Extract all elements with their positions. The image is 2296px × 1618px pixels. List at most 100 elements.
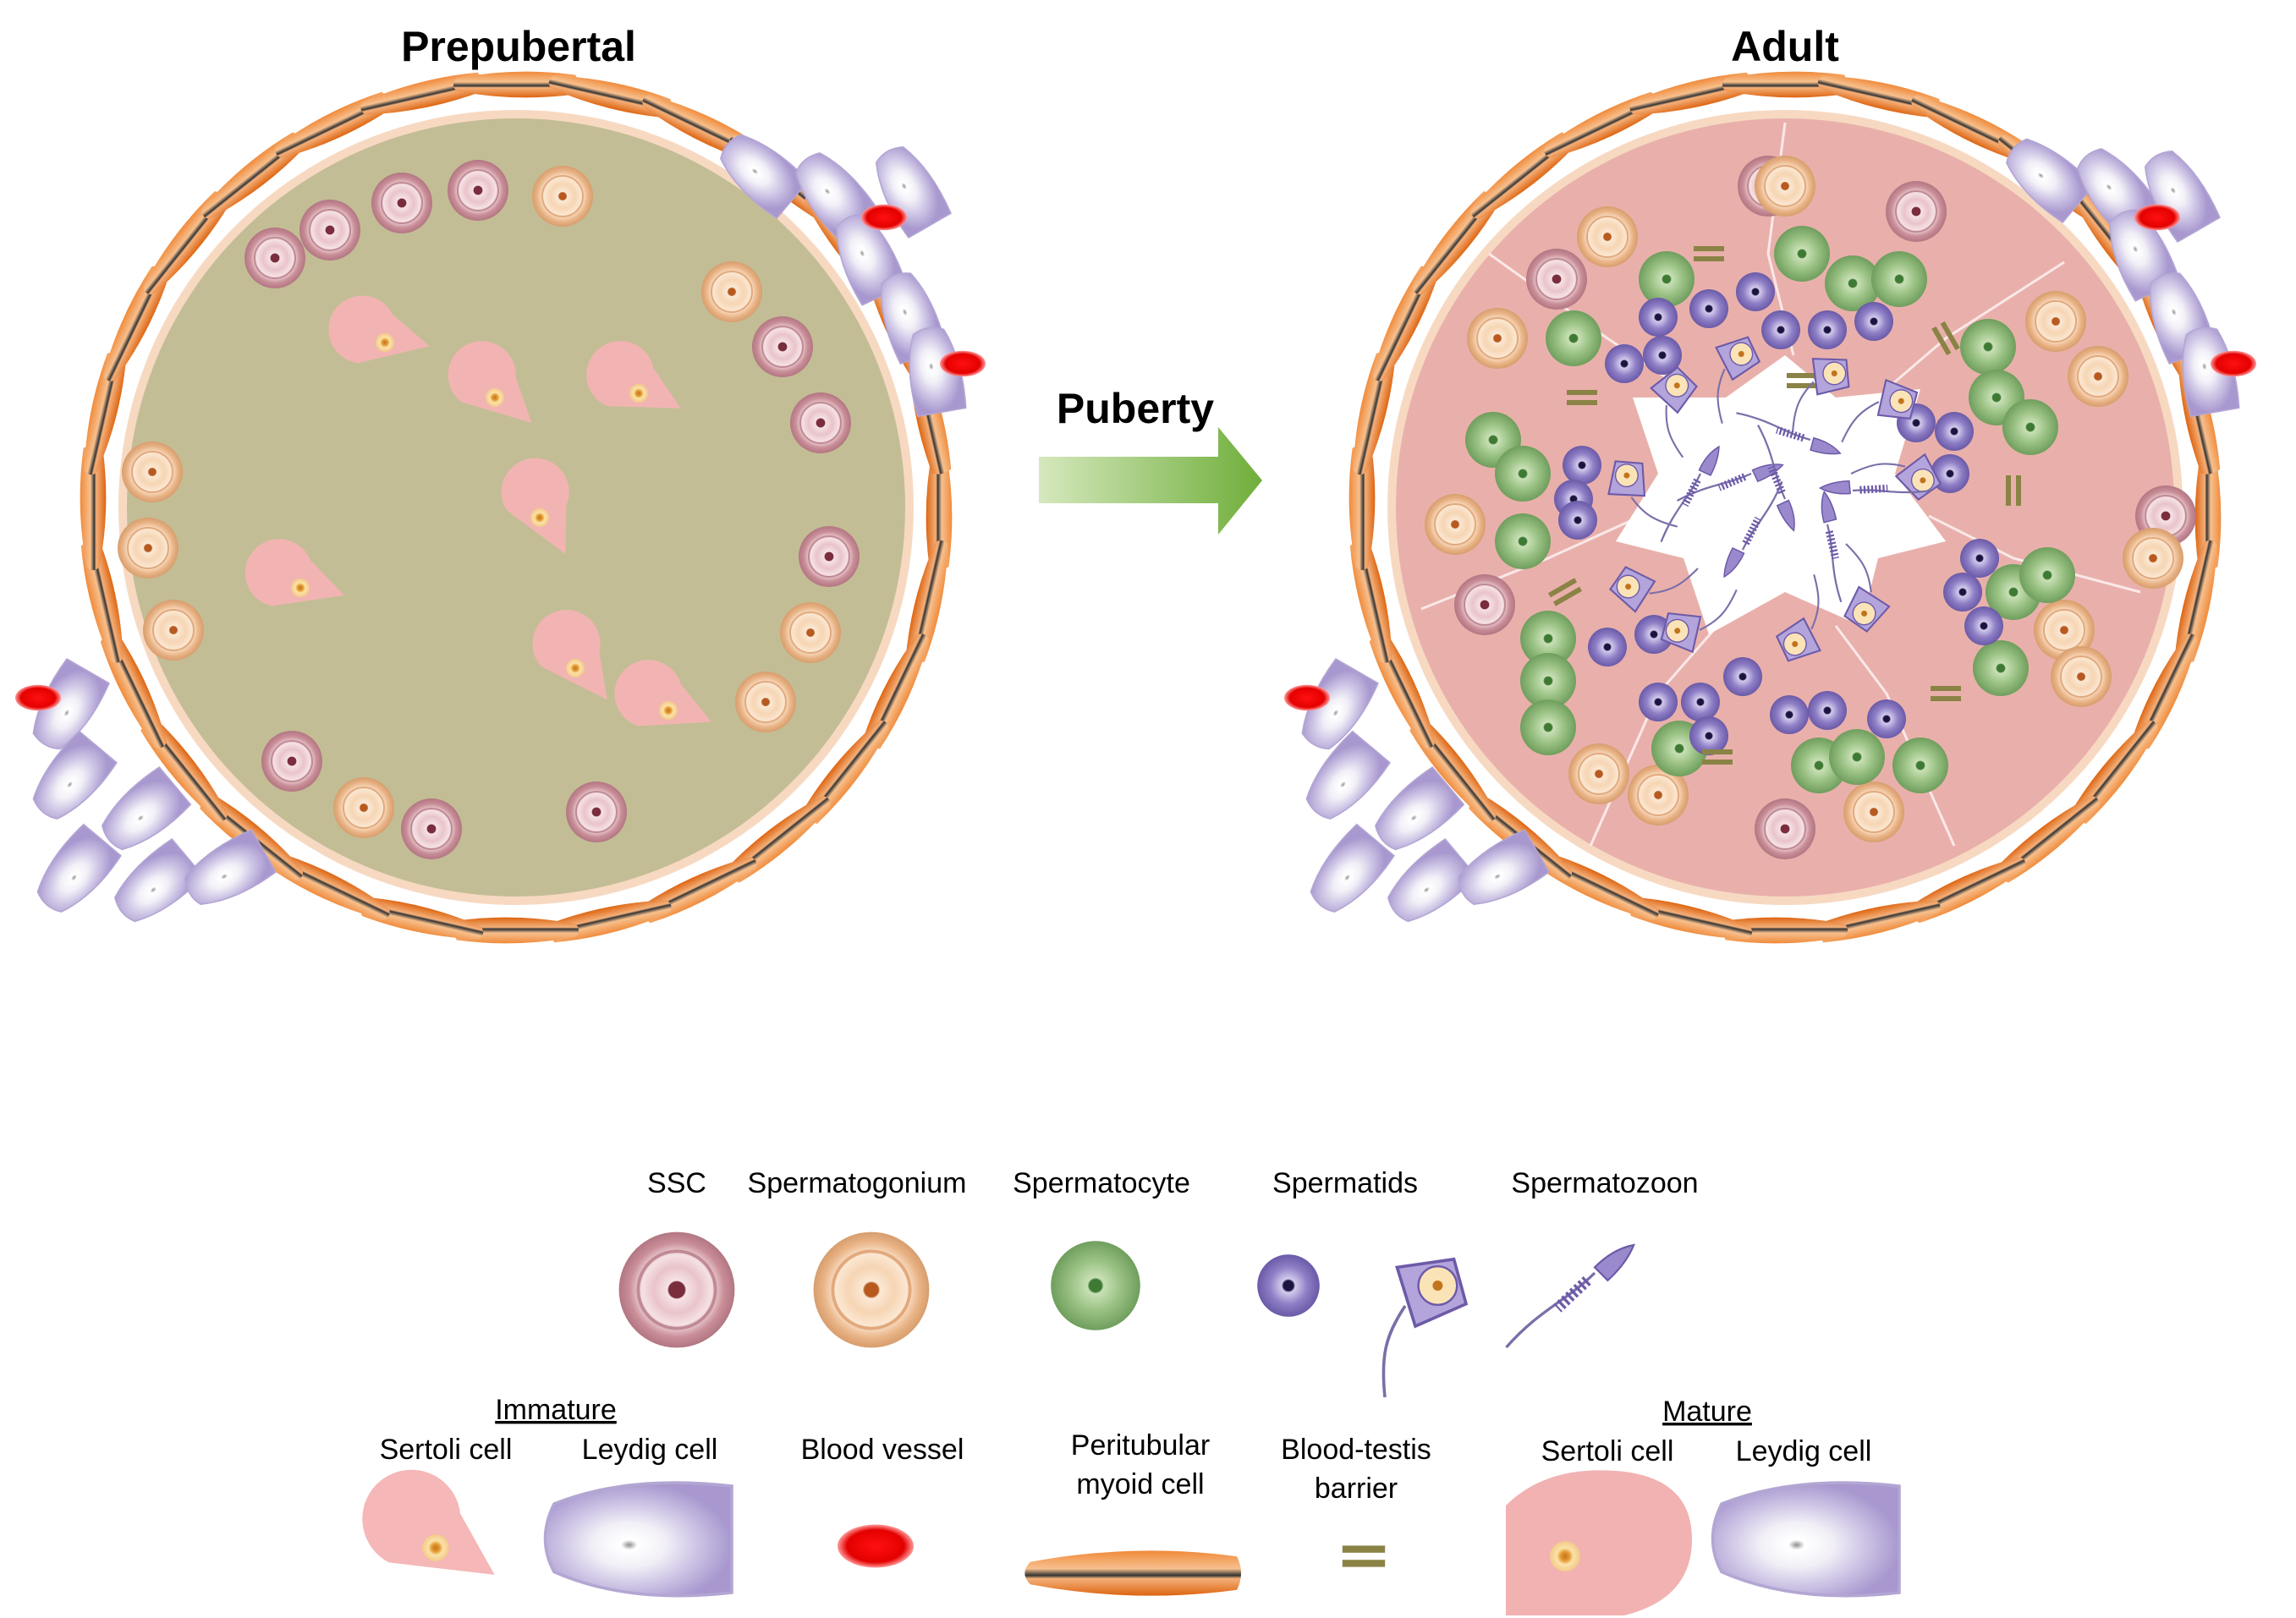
ssc-cell bbox=[565, 781, 628, 843]
spermatid-cell bbox=[1681, 683, 1720, 721]
spermatocyte-cell bbox=[1495, 446, 1551, 502]
spermatid-cell bbox=[1808, 310, 1847, 349]
spermatogonium-cell bbox=[117, 517, 179, 579]
ssc-cell bbox=[371, 172, 433, 234]
spermatocyte-cell bbox=[2019, 547, 2075, 603]
spermatid-cell bbox=[1808, 691, 1847, 730]
spermatid-cell bbox=[1639, 683, 1678, 721]
spermatid-cell bbox=[1639, 298, 1678, 337]
blood-vessel bbox=[2211, 350, 2256, 377]
legend-label-mature-sertoli: Sertoli cell bbox=[1541, 1435, 1674, 1467]
legend-label-spermatocyte: Spermatocyte bbox=[1013, 1167, 1190, 1199]
spermatid-cell bbox=[1736, 272, 1775, 311]
ssc-cell bbox=[1453, 573, 1516, 636]
spermatogonium-cell bbox=[2024, 290, 2087, 353]
spermatocyte-cell bbox=[1639, 251, 1695, 307]
legend-immature-leydig-icon bbox=[543, 1481, 733, 1598]
spermatid-cell bbox=[1689, 289, 1728, 328]
blood-vessel bbox=[1284, 684, 1330, 711]
spermatid-cell bbox=[1867, 699, 1906, 738]
ssc-cell bbox=[299, 199, 361, 261]
puberty-arrow bbox=[1039, 427, 1262, 535]
ssc-cell bbox=[244, 227, 306, 289]
ssc-cell bbox=[261, 730, 323, 793]
legend-label-spermatids: Spermatids bbox=[1272, 1167, 1418, 1199]
spermatid-cell bbox=[1943, 573, 1982, 612]
spermatocyte-cell bbox=[1546, 310, 1601, 366]
title-adult: Adult bbox=[1731, 23, 1839, 70]
legend-mature-sertoli-icon bbox=[1506, 1470, 1692, 1615]
spermatogonium-cell bbox=[531, 165, 594, 228]
ssc-cell bbox=[447, 159, 509, 222]
spermatogonium-cell bbox=[2067, 345, 2129, 408]
legend-label-mature-leydig: Leydig cell bbox=[1736, 1435, 1872, 1467]
title-prepubertal: Prepubertal bbox=[401, 23, 636, 70]
legend-label-peritubular-2: myoid cell bbox=[1076, 1468, 1204, 1500]
blood-vessel bbox=[2134, 204, 2180, 231]
spermatogonium-cell bbox=[142, 599, 205, 661]
blood-vessel bbox=[861, 204, 907, 231]
legend-label-immature-leydig: Leydig cell bbox=[582, 1434, 718, 1466]
spermatogonium-cell bbox=[1424, 493, 1486, 556]
ssc-cell bbox=[789, 392, 852, 454]
spermatogonium-cell bbox=[779, 601, 842, 664]
ssc-cell bbox=[751, 315, 814, 378]
legend-label-spermatozoon: Spermatozoon bbox=[1511, 1167, 1698, 1199]
spermatocyte-cell bbox=[1829, 729, 1885, 785]
blood-vessel bbox=[14, 684, 61, 711]
legend-label-peritubular-1: Peritubular bbox=[1071, 1429, 1210, 1462]
spermatid-cell bbox=[1935, 412, 1974, 451]
legend-label-spermatogonium: Spermatogonium bbox=[748, 1167, 967, 1199]
spermatocyte-cell bbox=[1892, 738, 1948, 793]
spermatogonium-cell bbox=[1466, 307, 1529, 370]
legend-spermatozoon-icon bbox=[1507, 1245, 1634, 1347]
ssc-cell bbox=[400, 798, 463, 860]
ssc-cell bbox=[1754, 798, 1816, 860]
spermatid-cell bbox=[1960, 539, 1999, 578]
arrow-label-puberty: Puberty bbox=[1057, 385, 1214, 432]
spermatid-cell bbox=[1723, 657, 1762, 696]
spermatid-cell bbox=[1854, 302, 1893, 341]
spermatocyte-cell bbox=[1871, 251, 1927, 307]
spermatid-cell bbox=[1605, 344, 1644, 383]
spermatogonium-cell bbox=[1576, 206, 1639, 268]
spermatocyte-cell bbox=[1495, 513, 1551, 569]
blood-vessel bbox=[940, 350, 986, 377]
legend-blood-testis-barrier-icon bbox=[1342, 1545, 1386, 1567]
legend-label-ssc: SSC bbox=[647, 1167, 706, 1199]
spermatid-cell bbox=[1770, 695, 1809, 734]
spermatid-cell bbox=[1964, 606, 2003, 645]
spermatocyte-cell bbox=[1973, 640, 2029, 696]
spermatogonium-cell bbox=[332, 776, 395, 839]
legend-peritubular-icon bbox=[1024, 1550, 1242, 1596]
legend-label-mature: Mature bbox=[1662, 1396, 1752, 1428]
spermatid-cell bbox=[1761, 310, 1800, 349]
legend-ssc-icon bbox=[617, 1230, 737, 1350]
spermatid-cell bbox=[1558, 501, 1597, 540]
spermatogonium-cell bbox=[1843, 781, 1905, 843]
ssc-cell bbox=[798, 525, 860, 588]
spermatid-cell bbox=[1588, 628, 1627, 666]
legend-label-btb-1: Blood-testis bbox=[1281, 1434, 1431, 1466]
spermatocyte-cell bbox=[1774, 226, 1830, 282]
ssc-cell bbox=[1525, 248, 1588, 310]
spermatogonium-cell bbox=[2050, 645, 2112, 708]
prepubertal-tubule bbox=[14, 69, 986, 946]
spermatogonium-cell bbox=[2122, 527, 2184, 590]
spermatogonium-cell bbox=[1754, 155, 1816, 217]
spermatogonium-cell bbox=[700, 261, 763, 323]
legend: SSC Spermatogonium Spermatocyte Spermati… bbox=[362, 1167, 1901, 1615]
spermatocyte-cell bbox=[1520, 699, 1576, 755]
spermatocyte-cell bbox=[1960, 319, 2016, 375]
adult-tubule bbox=[1284, 69, 2256, 946]
legend-label-immature: Immature bbox=[495, 1394, 617, 1426]
legend-label-immature-sertoli: Sertoli cell bbox=[380, 1434, 513, 1466]
spermatogonium-cell bbox=[1568, 743, 1630, 805]
legend-label-blood-vessel: Blood vessel bbox=[801, 1434, 964, 1466]
mature-leydig-cell bbox=[1295, 729, 1392, 830]
legend-spermatocyte-icon bbox=[1051, 1241, 1140, 1330]
legend-blood-vessel-icon bbox=[838, 1524, 914, 1568]
spermatid-cell bbox=[1563, 446, 1601, 485]
spermatocyte-cell bbox=[2002, 399, 2058, 455]
